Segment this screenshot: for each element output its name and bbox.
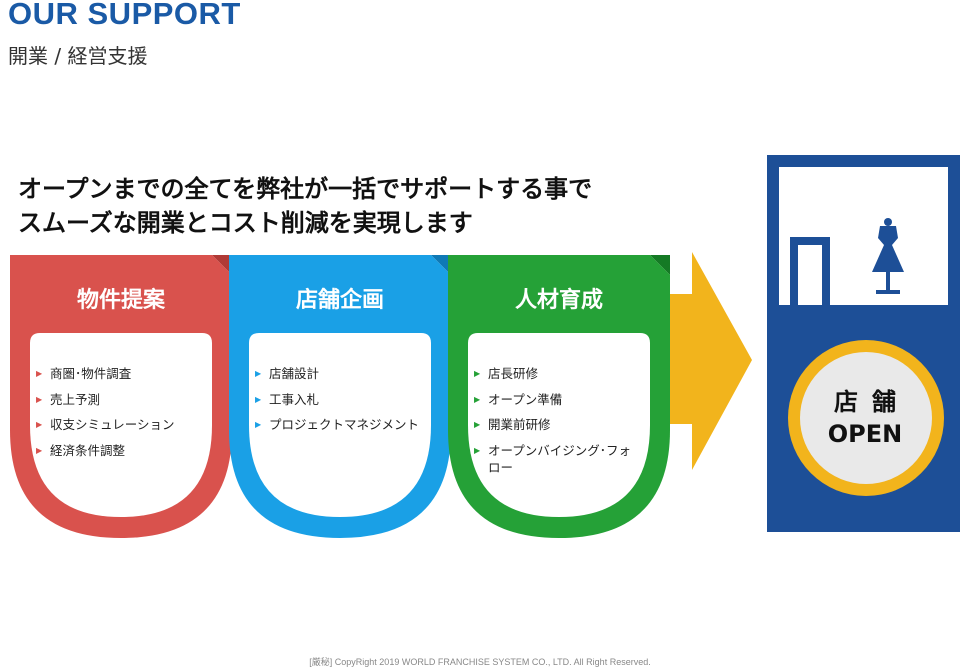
open-sign-label: 店舗 OPEN bbox=[810, 386, 920, 450]
list-item: ▶店舗設計 bbox=[255, 361, 435, 387]
awning-icon bbox=[767, 155, 960, 194]
step-2-items: ▶店舗設計 ▶工事入札 ▶プロジェクトマネジメント bbox=[255, 361, 435, 438]
triangle-bullet-icon: ▶ bbox=[474, 445, 481, 455]
list-item: ▶店長研修 bbox=[474, 361, 632, 387]
triangle-bullet-icon: ▶ bbox=[474, 394, 481, 404]
step-card-2 bbox=[229, 255, 451, 538]
triangle-bullet-icon: ▶ bbox=[36, 445, 43, 455]
door-icon bbox=[790, 237, 830, 305]
list-item: ▶収支シミュレーション bbox=[36, 412, 212, 438]
mannequin-dress-icon bbox=[872, 218, 904, 294]
step-2-title: 店舗企画 bbox=[295, 288, 384, 313]
step-1-items: ▶商圏･物件調査 ▶売上予測 ▶収支シミュレーション ▶経済条件調整 bbox=[36, 361, 212, 463]
triangle-bullet-icon: ▶ bbox=[255, 394, 262, 404]
step-3-items: ▶店長研修 ▶オープン準備 ▶開業前研修 ▶オープンバイジング･フォロー bbox=[474, 361, 632, 476]
step-card-1-panel bbox=[30, 333, 212, 517]
step-3-title: 人材育成 bbox=[514, 288, 603, 313]
list-item: ▶経済条件調整 bbox=[36, 438, 212, 464]
list-item: ▶オープンバイジング･フォロー bbox=[474, 438, 632, 476]
step-card-3 bbox=[448, 255, 670, 538]
triangle-bullet-icon: ▶ bbox=[255, 369, 262, 378]
headline-line-1: オープンまでの全てを弊社が一括でサポートする事で bbox=[18, 175, 593, 203]
step-1-title: 物件提案 bbox=[76, 288, 165, 313]
triangle-bullet-icon: ▶ bbox=[474, 369, 481, 378]
open-sign-label-line-2: OPEN bbox=[827, 420, 903, 448]
triangle-bullet-icon: ▶ bbox=[36, 369, 43, 378]
list-item: ▶オープン準備 bbox=[474, 387, 632, 413]
list-item: ▶開業前研修 bbox=[474, 412, 632, 438]
triangle-bullet-icon: ▶ bbox=[36, 420, 43, 429]
storefront bbox=[767, 155, 960, 532]
page-subtitle: 開業 / 経営支援 bbox=[8, 44, 148, 68]
page-title: OUR SUPPORT bbox=[8, 0, 241, 31]
headline: オープンまでの全てを弊社が一括でサポートする事で スムーズな開業とコスト削減を実… bbox=[18, 172, 592, 240]
list-item: ▶工事入札 bbox=[255, 387, 435, 413]
open-sign-disc bbox=[800, 352, 932, 484]
copyright-footer: [厳秘] CopyRight 2019 WORLD FRANCHISE SYST… bbox=[309, 657, 651, 667]
step-card-2-panel bbox=[249, 333, 431, 517]
list-item: ▶商圏･物件調査 bbox=[36, 361, 212, 387]
step-card-1 bbox=[10, 255, 232, 538]
triangle-bullet-icon: ▶ bbox=[36, 394, 43, 404]
triangle-bullet-icon: ▶ bbox=[255, 420, 262, 429]
list-item: ▶売上予測 bbox=[36, 387, 212, 413]
headline-line-2: スムーズな開業とコスト削減を実現します bbox=[18, 209, 473, 237]
open-sign-label-line-1: 店舗 bbox=[834, 388, 910, 416]
triangle-bullet-icon: ▶ bbox=[474, 420, 481, 429]
step-card-3-panel bbox=[468, 333, 650, 517]
list-item: ▶プロジェクトマネジメント bbox=[255, 412, 435, 438]
